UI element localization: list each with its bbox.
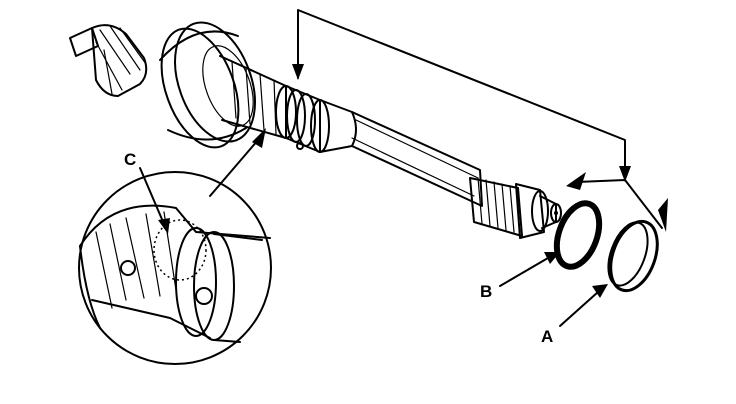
leader-b xyxy=(499,252,560,287)
leader-c xyxy=(139,167,170,234)
leader-a xyxy=(559,284,608,327)
c-detail-highlight xyxy=(153,219,207,281)
detail-magnifier xyxy=(78,128,272,365)
snap-ring-b xyxy=(553,200,603,270)
snap-ring-a xyxy=(607,219,659,293)
label-c: C xyxy=(124,150,136,169)
label-b: B xyxy=(480,282,492,301)
separation-bracket xyxy=(566,172,668,232)
mainshaft xyxy=(69,21,562,239)
label-a: A xyxy=(541,327,553,346)
assembly-bracket xyxy=(292,9,631,182)
